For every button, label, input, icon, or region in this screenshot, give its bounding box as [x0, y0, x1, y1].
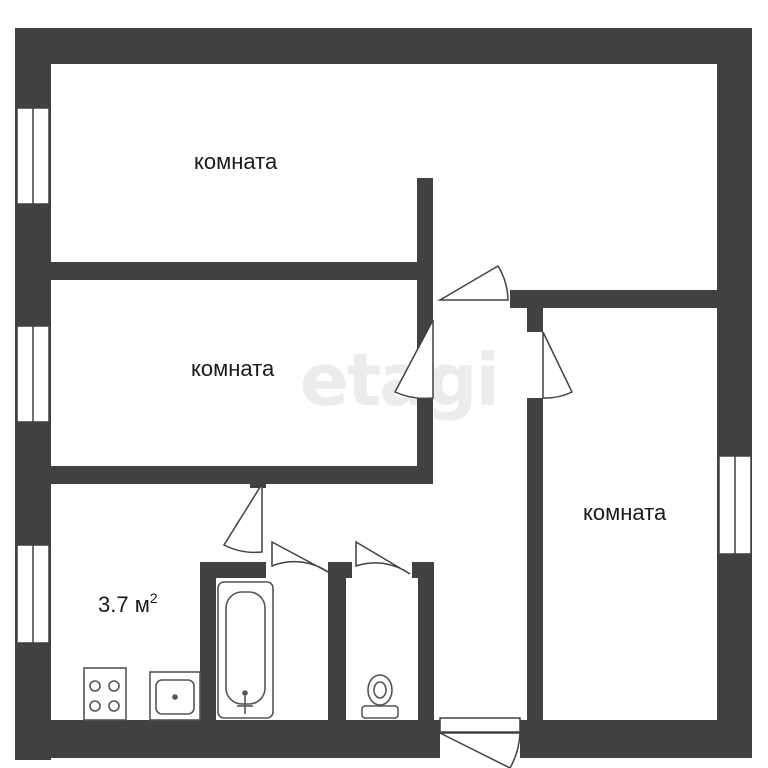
door-entrance-sill: [439, 717, 521, 733]
door-toilet: [355, 540, 411, 575]
windows: [16, 107, 752, 644]
toilet-icon: [361, 674, 399, 719]
toilet-wall-east: [418, 562, 434, 722]
door-bathroom: [271, 540, 329, 573]
kitchen-sink-icon: [149, 671, 201, 721]
window-left-bottom: [16, 544, 50, 644]
kitchen-area-unit-sup: 2: [150, 590, 158, 606]
room-label-right: комната: [583, 500, 667, 525]
watermark: etagi: [300, 338, 498, 422]
outer-wall-right: [717, 28, 752, 725]
room-label-top: комната: [194, 149, 278, 174]
kitchen-area-value: 3.7 м: [98, 592, 150, 617]
toilet-wall-top: [328, 562, 352, 578]
door-room1: [437, 264, 509, 301]
outer-wall-top: [15, 28, 752, 64]
door-room3: [542, 331, 574, 399]
bath-wall-west: [200, 562, 216, 722]
kitchen-area-label: 3.7 м2: [98, 590, 158, 617]
door-kitchen: [222, 481, 263, 554]
room-label-middle: комната: [191, 356, 275, 381]
window-left-middle: [16, 325, 50, 423]
wall-room2-south: [51, 466, 433, 484]
outer-wall-bottom-right: [520, 720, 752, 758]
wall-room1-room2: [51, 262, 433, 280]
bath-wall-east: [328, 562, 346, 722]
kitchen-door-jamb: [250, 478, 266, 488]
fixtures: [83, 581, 399, 721]
door-room2: [393, 319, 434, 400]
wall-room3-west-top: [527, 290, 543, 332]
window-left-top: [16, 107, 50, 205]
wall-stub-vertical: [417, 178, 433, 328]
stove-icon: [83, 667, 127, 721]
wall-room3-west: [527, 398, 543, 720]
door-entrance: [439, 732, 521, 768]
bath-wall-top-left: [200, 562, 266, 578]
doors: [222, 264, 574, 768]
window-right: [718, 455, 752, 555]
bathtub-icon: [217, 581, 274, 719]
outer-wall-bottom-left: [15, 720, 440, 758]
wall-room3-north: [510, 290, 717, 308]
